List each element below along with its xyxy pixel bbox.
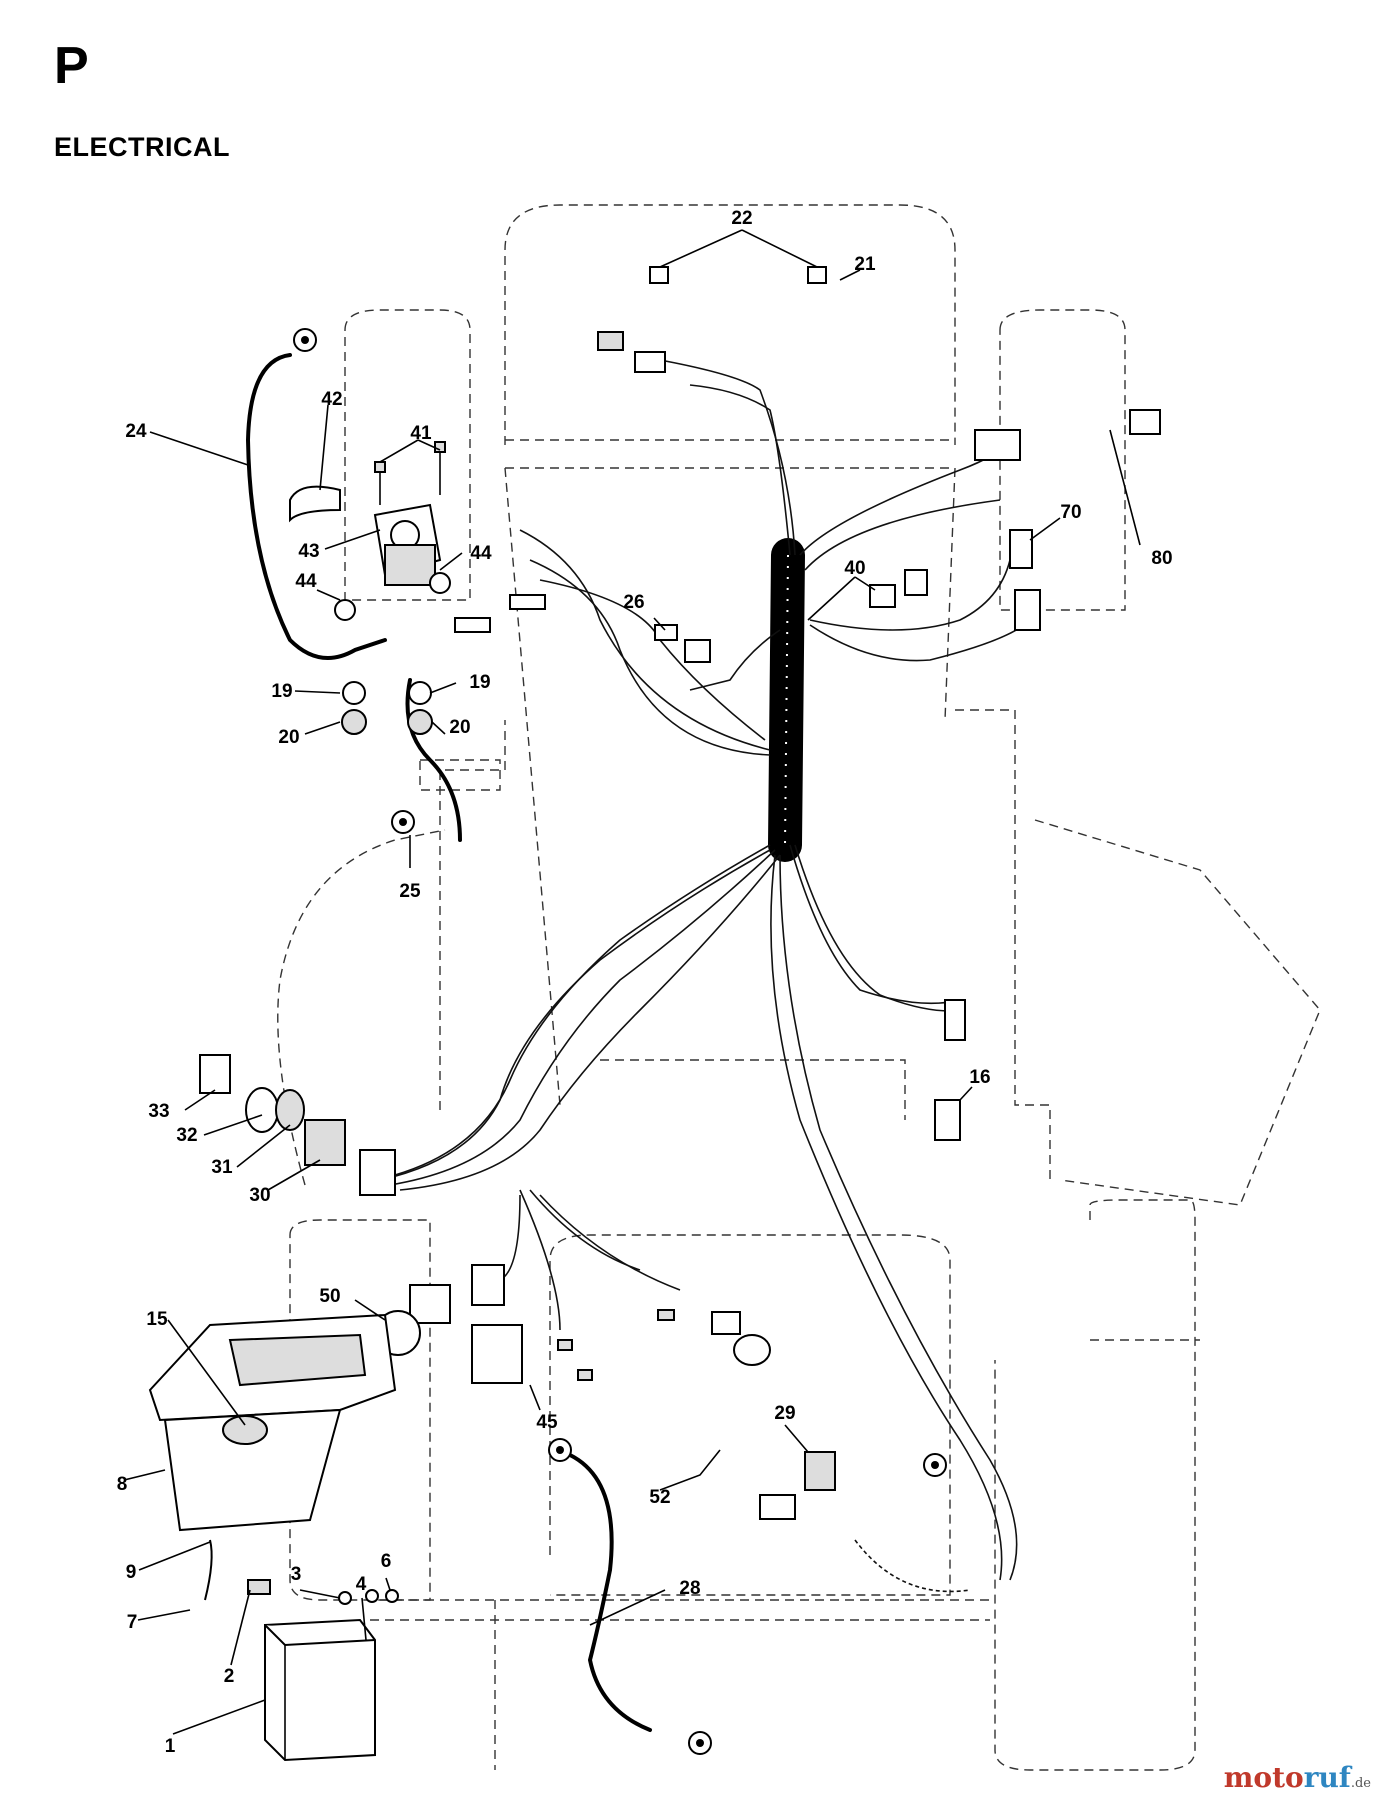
components-lower (375, 1264, 971, 1593)
callout-42: 42 (321, 389, 342, 410)
callout-43: 43 (298, 541, 319, 562)
battery-cables (245, 353, 652, 1732)
connectors-upper (597, 266, 1161, 1141)
callout-3: 3 (291, 1564, 302, 1585)
callout-44a: 44 (295, 571, 317, 592)
callout-24: 24 (125, 421, 147, 442)
callout-26: 26 (623, 592, 644, 613)
callout-31: 31 (211, 1157, 233, 1178)
callout-2: 2 (224, 1666, 235, 1687)
callout-4: 4 (356, 1574, 367, 1595)
callout-41: 41 (410, 423, 432, 444)
ignition-group (199, 1054, 396, 1196)
watermark-logo: motoruf.de (1223, 1761, 1371, 1794)
ring-terminals (293, 328, 947, 1755)
callout-7: 7 (127, 1612, 138, 1633)
leader-lines (123, 229, 1141, 1735)
callout-6: 6 (381, 1551, 392, 1572)
battery-assembly (148, 1313, 399, 1762)
callout-20a: 20 (278, 727, 299, 748)
callout-28: 28 (679, 1578, 700, 1599)
callout-40: 40 (844, 558, 865, 579)
solenoid (289, 441, 546, 735)
callout-25: 25 (399, 881, 421, 902)
callout-numbers: 22 21 24 42 41 43 44 44 70 80 40 26 19 1… (117, 208, 1173, 1757)
frame-outline (277, 204, 1321, 1771)
callout-52: 52 (649, 1487, 670, 1508)
callout-20b: 20 (449, 717, 470, 738)
callout-80: 80 (1151, 548, 1172, 569)
callout-21: 21 (854, 254, 876, 275)
wiring-harness (379, 359, 1031, 1581)
callout-19a: 19 (271, 681, 292, 702)
callout-33: 33 (148, 1101, 169, 1122)
callout-9: 9 (126, 1562, 137, 1583)
callout-32: 32 (176, 1125, 197, 1146)
callout-1: 1 (165, 1736, 176, 1757)
callout-50: 50 (319, 1286, 340, 1307)
section-title: ELECTRICAL (54, 132, 230, 162)
callout-45: 45 (536, 1412, 558, 1433)
callout-70: 70 (1060, 502, 1081, 523)
callout-30: 30 (249, 1185, 270, 1206)
callout-19b: 19 (469, 672, 490, 693)
callout-15: 15 (146, 1309, 168, 1330)
callout-8: 8 (117, 1474, 128, 1495)
callout-29: 29 (774, 1403, 795, 1424)
section-letter: P (54, 37, 89, 95)
callout-16: 16 (969, 1067, 990, 1088)
callout-22: 22 (731, 208, 752, 229)
callout-44b: 44 (470, 543, 492, 564)
